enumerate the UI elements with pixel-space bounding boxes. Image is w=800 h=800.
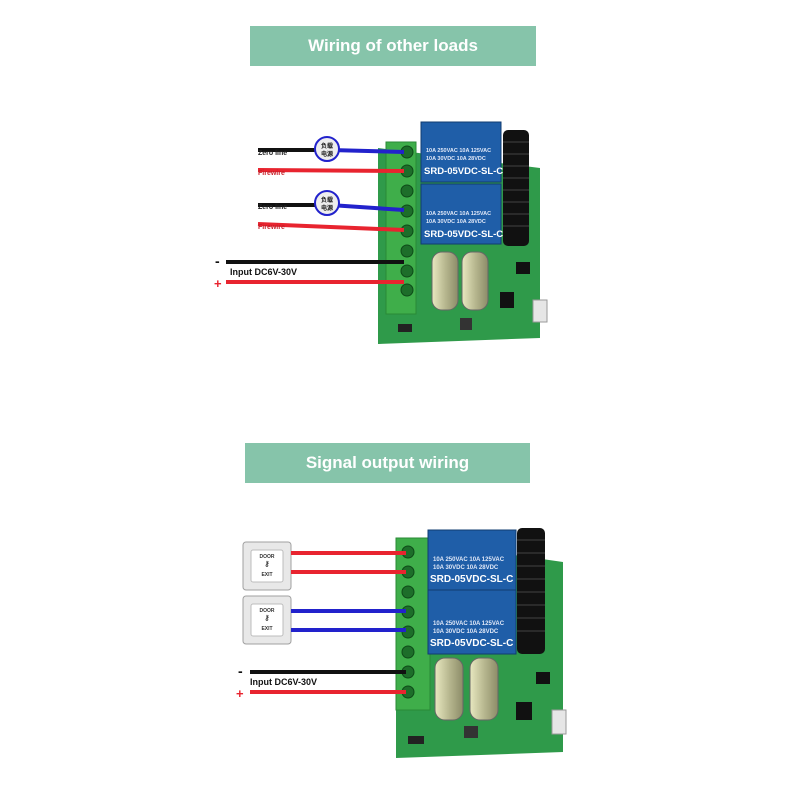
component xyxy=(398,324,412,332)
exit-label: EXIT xyxy=(261,626,272,632)
relay-rating-1: 10A 250VAC 10A 125VAC xyxy=(433,621,505,627)
load-icon xyxy=(314,136,340,162)
button-face xyxy=(250,549,284,583)
terminal-block xyxy=(395,537,431,711)
wiring-2: DOOR ⚷ EXIT DOOR ⚷ EXIT - + Input DC6V-3… xyxy=(236,541,406,701)
relay-model: SRD-05VDC-SL-C xyxy=(430,574,513,585)
connector xyxy=(532,299,548,323)
capacitor xyxy=(431,251,459,311)
relay-rating-1: 10A 250VAC 10A 125VAC xyxy=(433,557,505,563)
relay-2 xyxy=(427,589,517,655)
load-label: 负载 xyxy=(321,142,333,150)
minus-sign: - xyxy=(215,253,220,269)
title-banner-wiring-other-loads: Wiring of other loads xyxy=(250,26,536,66)
input-voltage-label: Input DC6V-30V xyxy=(250,677,317,687)
load-label: 电源 xyxy=(321,204,333,212)
capacitor xyxy=(434,657,464,721)
component xyxy=(408,736,424,744)
relay-model: SRD-05VDC-SL-C xyxy=(424,229,503,240)
capacitor xyxy=(461,251,489,311)
title-text: Wiring of other loads xyxy=(308,36,478,55)
relay-rating-1: 10A 250VAC 10A 125VAC xyxy=(426,211,491,217)
title-text: Signal output wiring xyxy=(305,453,470,472)
connector xyxy=(551,709,567,735)
antenna-coil xyxy=(503,130,529,246)
wire-firewire-2 xyxy=(257,222,405,232)
title-banner-signal-output: Signal output wiring xyxy=(245,443,530,483)
relay-rating-2: 10A 30VDC 10A 28VDC xyxy=(433,629,499,635)
exit-label: EXIT xyxy=(261,572,272,578)
zero-line-label: Zero line xyxy=(258,204,287,211)
ic-chip xyxy=(516,262,530,274)
relay-board-1: 10A 250VAC 10A 125VAC 10A 30VDC 10A 28VD… xyxy=(378,121,548,344)
component xyxy=(464,726,478,738)
ic-chip xyxy=(500,292,514,308)
component xyxy=(460,318,472,330)
relay-rating-2: 10A 30VDC 10A 28VDC xyxy=(426,219,486,225)
relay-1 xyxy=(427,529,517,591)
relay-2 xyxy=(420,183,502,245)
relay-model: SRD-05VDC-SL-C xyxy=(430,638,513,649)
minus-sign: - xyxy=(238,663,243,679)
plus-sign: + xyxy=(214,276,222,291)
door-label: DOOR xyxy=(260,554,275,560)
ic-chip xyxy=(516,702,532,720)
load-label: 电源 xyxy=(321,150,333,158)
wire-load-1 xyxy=(329,148,405,154)
key-icon: ⚷ xyxy=(264,614,269,622)
relay-rating-1: 10A 250VAC 10A 125VAC xyxy=(426,148,491,154)
firewire-label: Firewire xyxy=(258,224,285,231)
zero-line-label: Zero line xyxy=(258,150,287,157)
key-icon: ⚷ xyxy=(264,560,269,568)
door-label: DOOR xyxy=(260,608,275,614)
relay-board-2: 10A 250VAC 10A 125VAC 10A 30VDC 10A 28VD… xyxy=(395,528,567,758)
wire-firewire-1 xyxy=(257,168,405,173)
button-face xyxy=(250,603,284,637)
plus-sign: + xyxy=(236,686,244,701)
load-icon xyxy=(314,190,340,216)
relay-rating-2: 10A 30VDC 10A 28VDC xyxy=(426,156,486,162)
firewire-label: Firewire xyxy=(258,170,285,177)
capacitor xyxy=(469,657,499,721)
antenna-coil xyxy=(517,528,545,654)
relay-model: SRD-05VDC-SL-C xyxy=(424,166,503,177)
relay-rating-2: 10A 30VDC 10A 28VDC xyxy=(433,565,499,571)
relay-1 xyxy=(420,121,502,183)
ic-chip xyxy=(536,672,550,684)
load-label: 负载 xyxy=(321,196,333,204)
wiring-1: 负载 电源 Zero line Firewire 负载 电源 Zero line… xyxy=(214,136,405,291)
input-voltage-label: Input DC6V-30V xyxy=(230,267,297,277)
wire-load-2 xyxy=(329,203,405,212)
